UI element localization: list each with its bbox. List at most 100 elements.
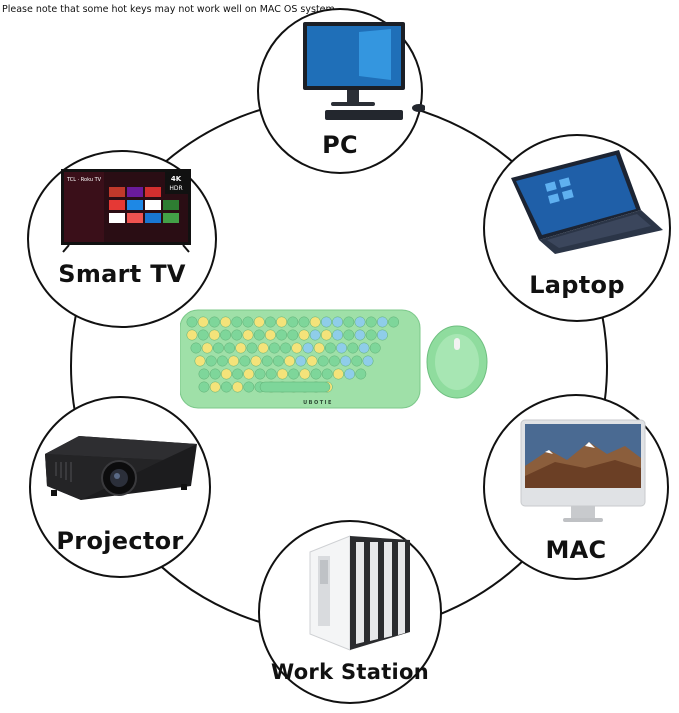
keyboard-key [340,355,352,367]
keyboard-key [376,316,388,328]
keyboard-key [224,342,236,354]
keyboard-key [298,316,310,328]
keyboard-key [198,381,210,393]
keyboard-key [205,355,217,367]
keyboard-key [208,316,220,328]
workstation-tower-icon [309,535,410,651]
device-pc: PC [257,8,425,174]
keyboard-key [306,355,318,367]
keyboard-key [320,316,332,328]
keyboard-mouse-set: UBOTIE [180,309,488,409]
keyboard-key [198,368,210,380]
keyboard-key [265,368,277,380]
keyboard-key [302,342,314,354]
keyboard-key [317,355,329,367]
keyboard-key [310,368,322,380]
keyboard-key [197,329,209,341]
projector-label: Projector [56,527,184,555]
keyboard-key [313,342,325,354]
keyboard-key [201,342,213,354]
keyboard-key [343,329,355,341]
keyboard-key [261,355,273,367]
pc-label: PC [322,131,358,159]
keyboard-key [186,316,198,328]
workstation-label: Work Station [270,660,430,684]
compatibility-note: Please note that some hot keys may not w… [2,4,338,15]
keyboard-key [235,342,247,354]
keyboard-key [242,316,254,328]
keyboard-key [362,355,374,367]
keyboard-key [354,329,366,341]
projector-icon [45,436,197,500]
keyboard-key [220,381,232,393]
keyboard-key [232,381,244,393]
keyboard-key [264,316,276,328]
keyboard-key [358,342,370,354]
device-workstation: Work Station [258,520,442,704]
keyboard-key [284,355,296,367]
keyboard-key [232,368,244,380]
keyboard-key [355,368,367,380]
keyboard-key [186,329,198,341]
mac-label: MAC [545,536,607,564]
keyboard-key [220,368,232,380]
keyboard-key [298,329,310,341]
keyboard-key [194,355,206,367]
keyboard-key [295,355,307,367]
keyboard-key [276,329,288,341]
device-smart-tv: TCL · Roku TV 4K HDR Smart TV [27,150,217,328]
keyboard-key [250,355,262,367]
mouse-icon [426,325,488,399]
keyboard-key [254,368,266,380]
smart-tv-icon: TCL · Roku TV 4K HDR [61,169,191,253]
keyboard-key [208,329,220,341]
keyboard-key [365,316,377,328]
keyboard-key [288,368,300,380]
keyboard-key [376,329,388,341]
keyboard-key [332,329,344,341]
laptop-icon [511,150,663,254]
keyboard-key [332,316,344,328]
keyboard-key [365,329,377,341]
keyboard-key [231,329,243,341]
keyboard-key [276,368,288,380]
keyboard-key [280,342,292,354]
keyboard-key [242,329,254,341]
device-mac: MAC [483,394,669,580]
keyboard-key [309,316,321,328]
keyboard-key [228,355,240,367]
keyboard-key [351,355,363,367]
keyboard-key [212,342,224,354]
keyboard-key [320,329,332,341]
keyboard-key [369,342,381,354]
keyboard-key [299,368,311,380]
keyboard-key [324,342,336,354]
keyboard-key [264,329,276,341]
device-projector: Projector [29,396,211,578]
keyboard-key [220,329,232,341]
keyboard-key [216,355,228,367]
keyboard-key [190,342,202,354]
smart-tv-label: Smart TV [58,260,186,288]
keyboard-icon: UBOTIE [180,309,421,409]
desktop-pc-icon [303,22,425,120]
imac-icon [520,419,646,522]
keyboard-key [276,316,288,328]
keyboard-key [321,368,333,380]
keyboard-key [332,368,344,380]
keyboard-key [309,329,321,341]
tv-4k-badge: 4K [171,175,182,183]
keyboard-key [209,368,221,380]
keyboard-brand: UBOTIE [303,400,333,406]
keyboard-spacebar [259,381,331,393]
keyboard-key [328,355,340,367]
keyboard-key [257,342,269,354]
laptop-label: Laptop [529,271,625,299]
keyboard-key [197,316,209,328]
keyboard-key [268,342,280,354]
keyboard-key [287,316,299,328]
keyboard-key [239,355,251,367]
keyboard-key [344,368,356,380]
tv-brand-text: TCL · Roku TV [66,177,102,183]
keyboard-key [287,329,299,341]
